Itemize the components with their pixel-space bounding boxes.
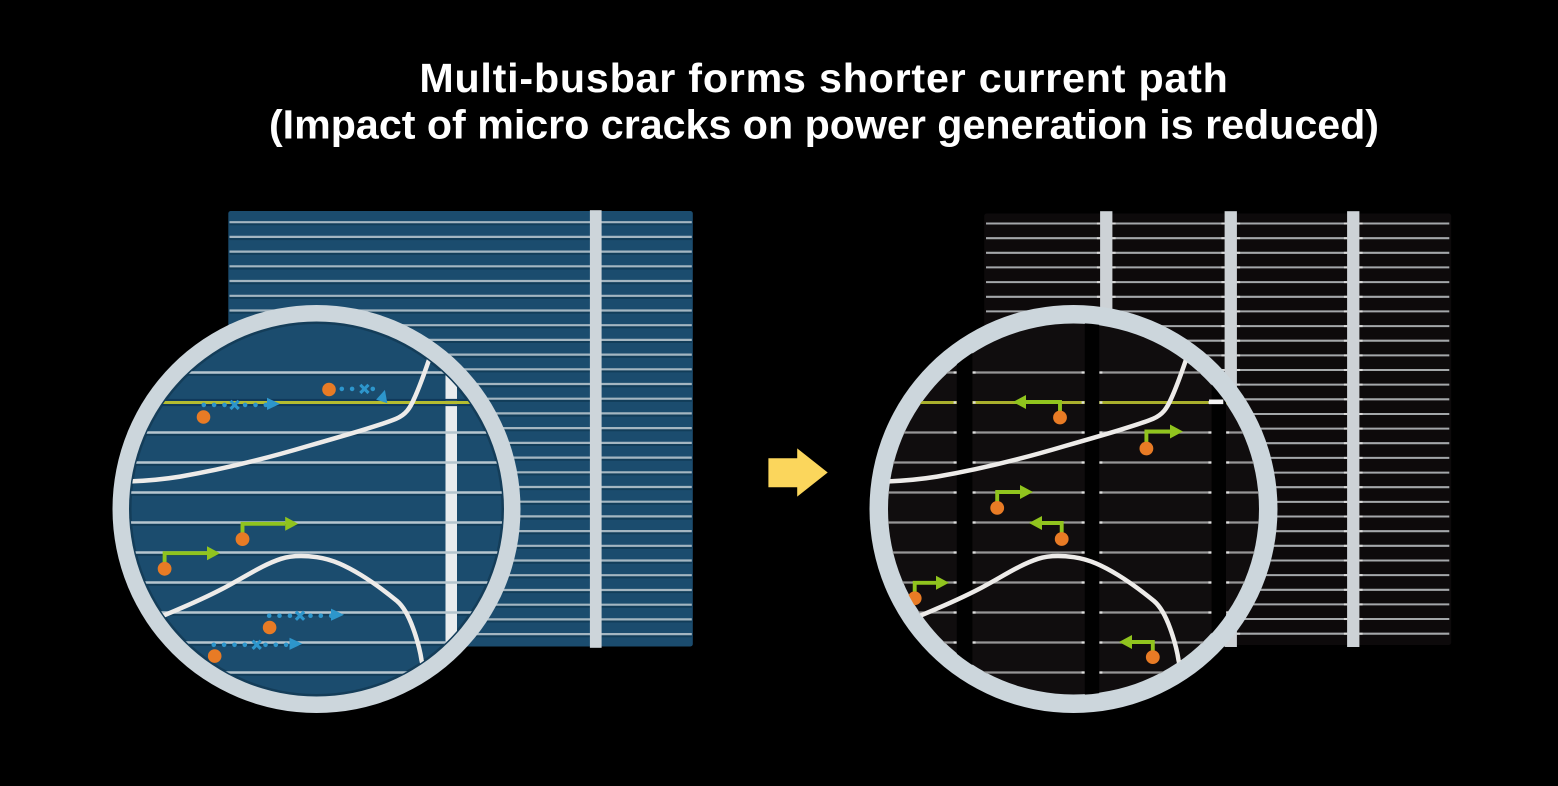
svg-text:Multi-busbar forms shorter cur: Multi-busbar forms shorter current path bbox=[419, 55, 1228, 101]
svg-text:(Impact of micro cracks on pow: (Impact of micro cracks on power generat… bbox=[269, 102, 1379, 148]
